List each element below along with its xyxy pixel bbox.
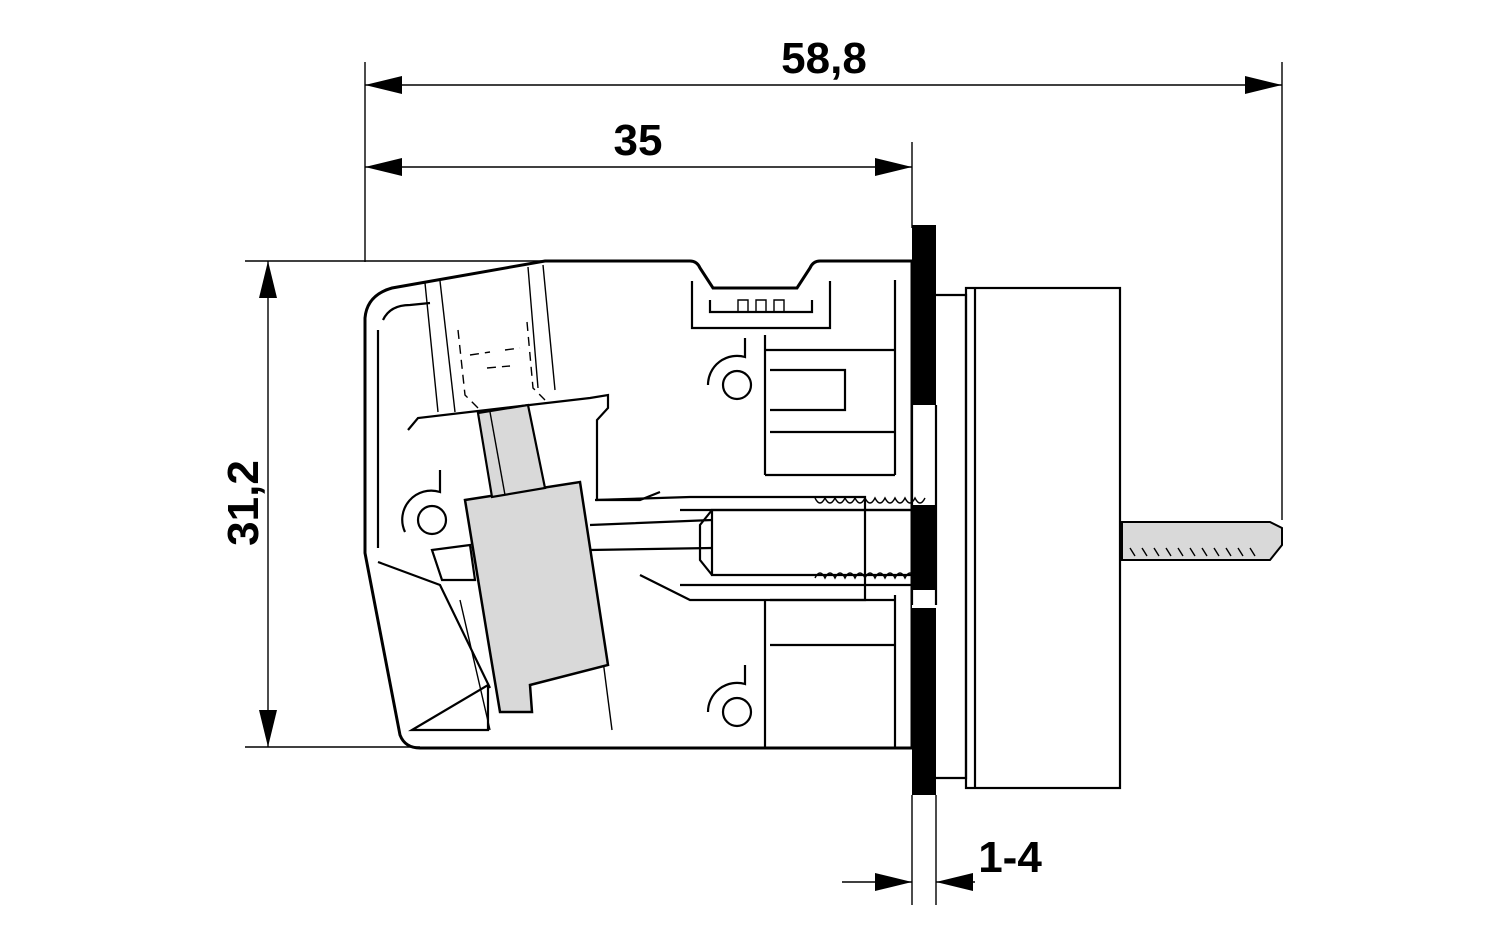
lower-left-face	[377, 560, 491, 732]
thread-marks-bottom	[814, 572, 926, 580]
body-length-label: 35	[614, 116, 663, 165]
pin-extension-inner	[589, 518, 713, 552]
dimension-height: 31,2	[219, 260, 545, 748]
height-label: 31,2	[219, 460, 268, 546]
housing-outline	[363, 259, 914, 750]
mounting-hole-upper-boss	[706, 338, 747, 386]
threaded-pin	[589, 496, 1283, 580]
mounting-hole-lower	[721, 696, 753, 728]
arrowhead-bottom	[259, 710, 277, 747]
top-rail-teeth	[737, 299, 785, 312]
panel-cutout-edges	[910, 405, 938, 605]
shaft-edge-line	[489, 411, 506, 496]
clamp-contact	[463, 403, 610, 714]
arrowhead-right	[875, 158, 912, 176]
threaded-sleeve	[698, 508, 934, 577]
dimension-body-length: 35	[365, 116, 913, 228]
panel-cutout-upper	[912, 405, 936, 505]
upper-cavity	[763, 280, 897, 477]
arrowhead-right	[936, 873, 973, 891]
left-latch	[430, 543, 477, 582]
screw-head-hidden	[457, 321, 546, 409]
panel-cutout-lower	[912, 590, 936, 608]
arrowhead-top	[259, 261, 277, 298]
mounting-hole-upper	[721, 369, 753, 401]
mounting-hole-left	[416, 504, 448, 536]
top-rail-notch	[690, 281, 832, 330]
mounting-hole-left-boss	[401, 470, 442, 533]
front-cap	[936, 286, 1122, 790]
arrowhead-left	[875, 873, 912, 891]
inner-left-wall	[376, 301, 431, 548]
thread-marks-top	[814, 496, 926, 504]
dimension-overall-length: 58,8	[364, 34, 1283, 520]
screw-channel-lines	[424, 264, 613, 731]
lower-cavity	[763, 595, 897, 748]
arrowhead-left	[365, 158, 402, 176]
overall-length-label: 58,8	[781, 34, 867, 83]
arrowhead-right	[1245, 76, 1282, 94]
test-pin	[1121, 521, 1283, 561]
panel-thickness-label: 1-4	[978, 833, 1042, 882]
cap-flange	[936, 293, 968, 780]
dimension-panel-thickness: 1-4	[842, 795, 1042, 905]
cap-body	[964, 286, 1122, 790]
mounting-hole-lower-boss	[706, 665, 747, 713]
clamp-bracket	[407, 393, 661, 502]
arrowhead-left	[365, 76, 402, 94]
housing	[363, 259, 914, 750]
pin-knurl	[1129, 547, 1256, 557]
clamp-contact-body	[463, 480, 610, 714]
clamp-screw-shaft	[476, 403, 547, 499]
